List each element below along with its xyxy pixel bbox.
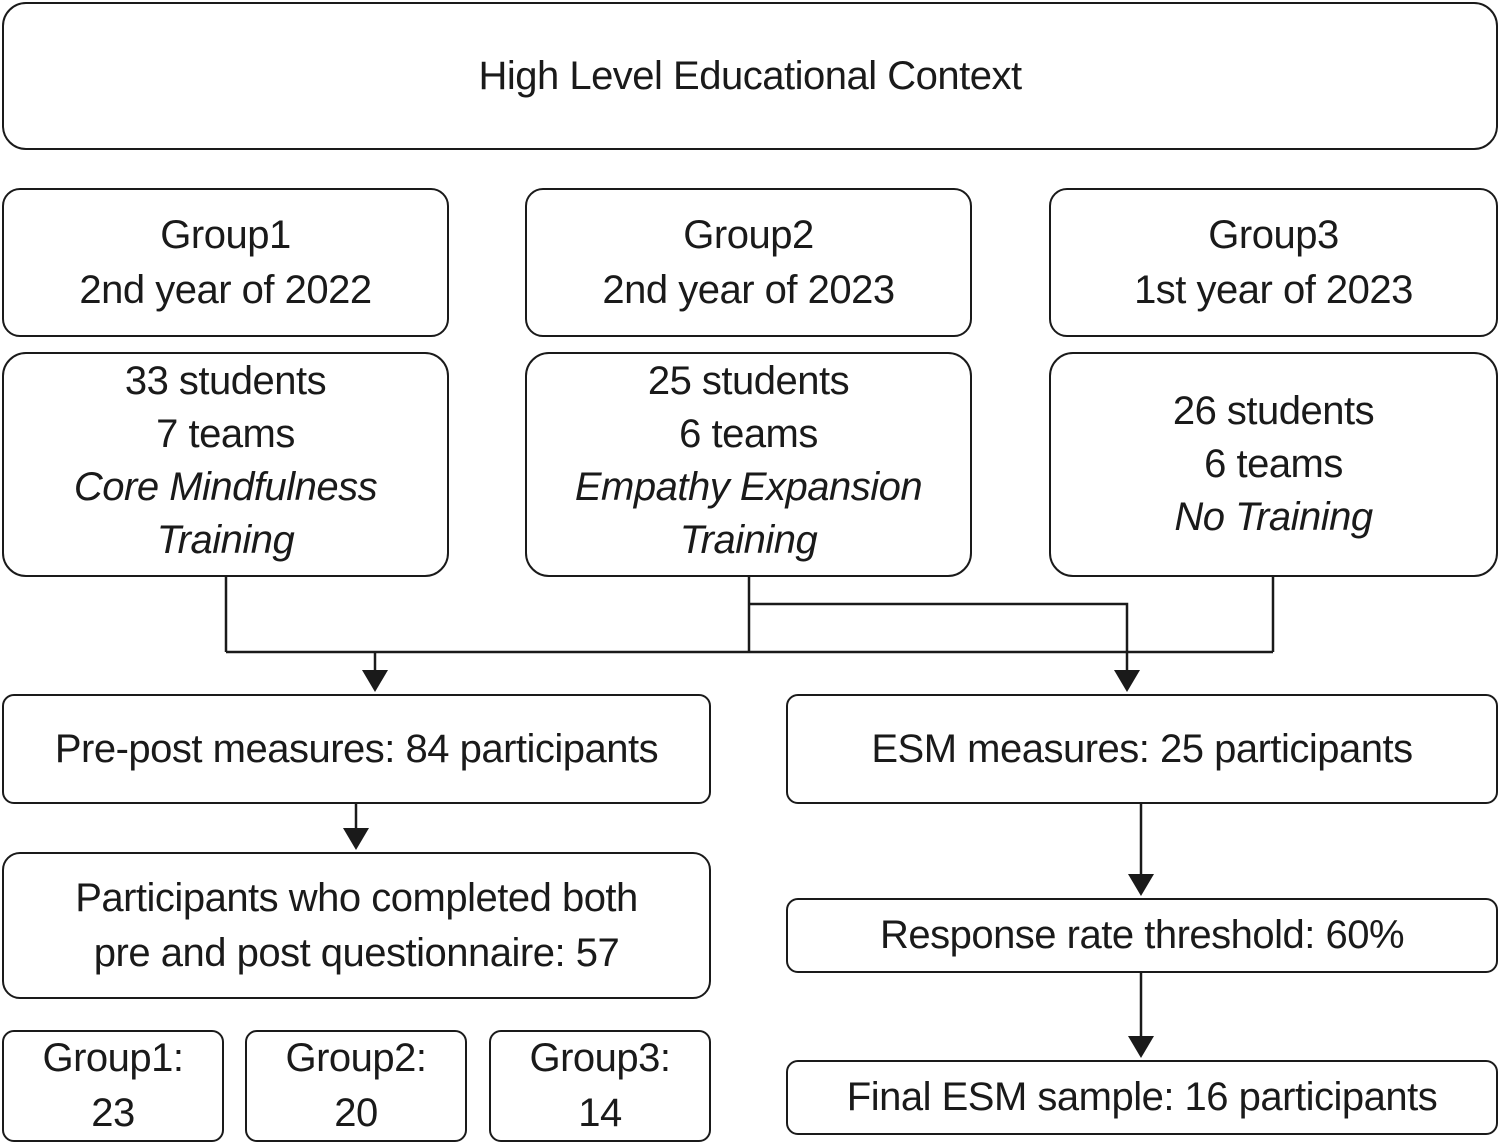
group1-info-box: 33 students 7 teams Core Mindfulness Tra…: [2, 352, 449, 577]
group1-training-line1: Core Mindfulness: [73, 464, 378, 509]
group2-training-line1: Empathy Expansion: [574, 464, 923, 509]
prepost-measures-box: Pre-post measures: 84 participants: [2, 694, 711, 804]
arrowhead-response: [1128, 874, 1154, 896]
context-box: High Level Educational Context: [2, 2, 1498, 150]
arrowhead-completed: [343, 828, 369, 850]
group3-students: 26 students: [1172, 389, 1375, 433]
result-group2-label: Group2:: [285, 1036, 427, 1080]
group2-year: 2nd year of 2023: [602, 267, 895, 312]
response-threshold-box: Response rate threshold: 60%: [786, 898, 1498, 973]
group2-header-box: Group2 2nd year of 2023: [525, 188, 972, 337]
group3-training-line1: No Training: [1174, 495, 1373, 539]
prepost-measures-label: Pre-post measures: 84 participants: [54, 726, 659, 771]
group1-teams: 7 teams: [156, 411, 295, 456]
completed-both-line2: pre and post questionnaire: 57: [93, 930, 620, 975]
response-threshold-label: Response rate threshold: 60%: [879, 913, 1405, 957]
group2-teams: 6 teams: [679, 411, 818, 456]
connector-group2-to-esm: [749, 602, 1129, 672]
result-group3-box: Group3: 14: [489, 1030, 711, 1142]
group1-training-line2: Training: [156, 517, 295, 562]
esm-measures-label: ESM measures: 25 participants: [871, 726, 1413, 771]
arrowhead-esm: [1114, 670, 1140, 692]
group3-info-box: 26 students 6 teams No Training: [1049, 352, 1498, 577]
group1-name: Group1: [160, 212, 291, 257]
group1-header-box: Group1 2nd year of 2022: [2, 188, 449, 337]
group1-students: 33 students: [124, 358, 327, 403]
group3-header-box: Group3 1st year of 2023: [1049, 188, 1498, 337]
result-group3-label: Group3:: [529, 1036, 671, 1080]
group2-info-box: 25 students 6 teams Empathy Expansion Tr…: [525, 352, 972, 577]
result-group2-value: 20: [334, 1091, 378, 1135]
context-title: High Level Educational Context: [478, 53, 1022, 98]
final-esm-sample-label: Final ESM sample: 16 participants: [846, 1075, 1438, 1119]
group3-year: 1st year of 2023: [1134, 267, 1413, 312]
esm-measures-box: ESM measures: 25 participants: [786, 694, 1498, 804]
group3-name: Group3: [1208, 212, 1339, 257]
group1-year: 2nd year of 2022: [79, 267, 372, 312]
result-group3-value: 14: [578, 1091, 622, 1135]
completed-both-line1: Participants who completed both: [75, 875, 638, 920]
result-group1-label: Group1:: [42, 1036, 184, 1080]
group2-training-line2: Training: [679, 517, 818, 562]
arrowhead-prepost: [362, 670, 388, 692]
result-group1-box: Group1: 23: [2, 1030, 224, 1142]
group2-name: Group2: [683, 212, 814, 257]
group2-students: 25 students: [647, 358, 850, 403]
result-group2-box: Group2: 20: [245, 1030, 467, 1142]
final-esm-sample-box: Final ESM sample: 16 participants: [786, 1060, 1498, 1135]
group3-teams: 6 teams: [1204, 442, 1343, 486]
arrowhead-final: [1128, 1036, 1154, 1058]
result-group1-value: 23: [91, 1091, 135, 1135]
completed-both-box: Participants who completed both pre and …: [2, 852, 711, 999]
